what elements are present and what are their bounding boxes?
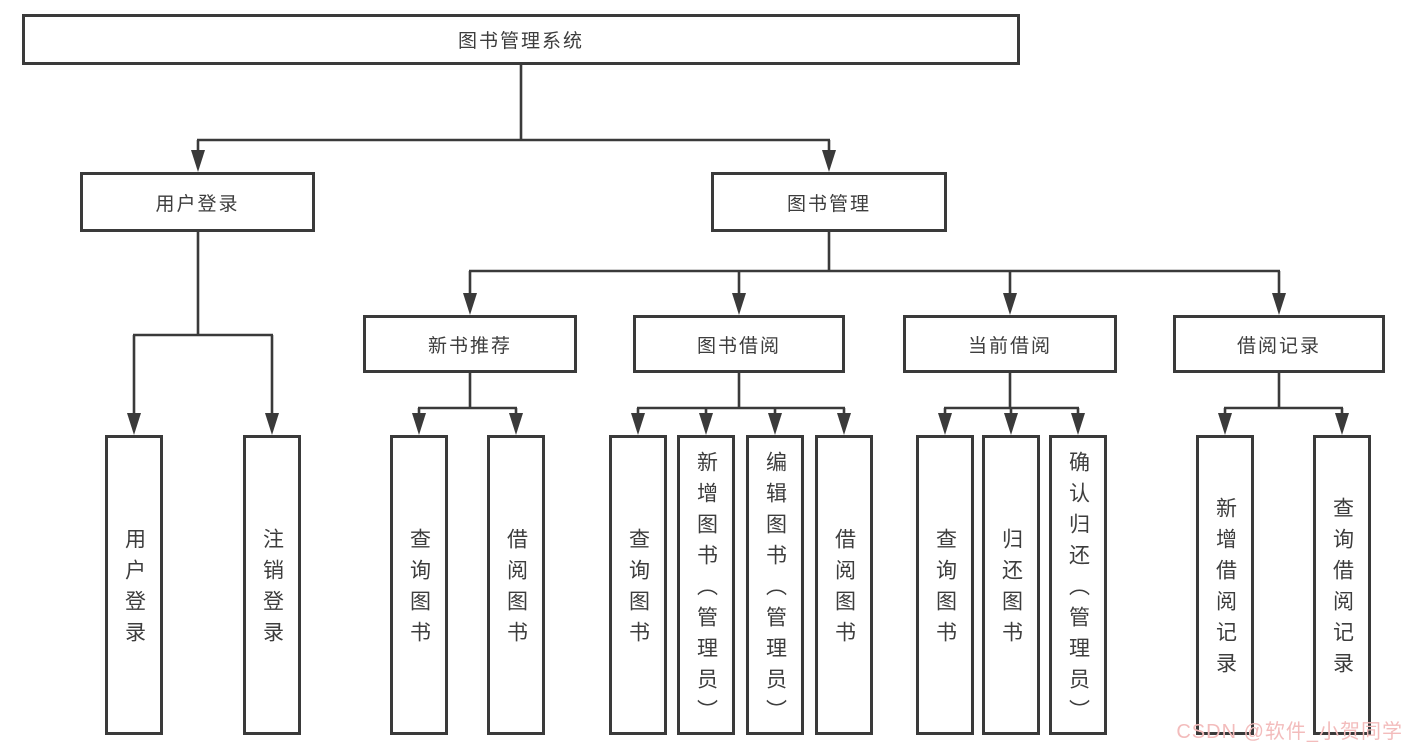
node-label: 注销登录 <box>260 528 284 652</box>
node-new-book-recommendation: 新书推荐 <box>363 315 577 373</box>
node-add-book-admin: 新增图书（管理员） <box>677 435 735 735</box>
node-label: 图书借阅 <box>696 335 781 357</box>
node-label: 查询图书 <box>626 528 650 652</box>
csdn-watermark: CSDN @软件_小贺同学 <box>1176 721 1403 743</box>
node-user-login-leaf: 用户登录 <box>105 435 163 735</box>
node-label: 新增图书（管理员） <box>694 450 718 730</box>
node-add-borrow-record: 新增借阅记录 <box>1196 435 1254 735</box>
node-confirm-return-admin: 确认归还（管理员） <box>1049 435 1107 735</box>
node-label: 查询借阅记录 <box>1330 497 1354 683</box>
node-borrow-books-leaf: 借阅图书 <box>815 435 873 735</box>
node-query-borrow-record: 查询借阅记录 <box>1313 435 1371 735</box>
node-user-login: 用户登录 <box>80 172 315 232</box>
node-label: 编辑图书（管理员） <box>763 450 787 730</box>
node-borrowing-records: 借阅记录 <box>1173 315 1385 373</box>
node-label: 确认归还（管理员） <box>1066 450 1090 730</box>
node-label: 图书管理 <box>786 193 871 215</box>
node-return-books: 归还图书 <box>982 435 1040 735</box>
node-borrow-books-recommend: 借阅图书 <box>487 435 545 735</box>
node-book-management: 图书管理 <box>711 172 947 232</box>
node-logout: 注销登录 <box>243 435 301 735</box>
node-label: 借阅图书 <box>504 528 528 652</box>
node-label: 新增借阅记录 <box>1213 497 1237 683</box>
node-label: 归还图书 <box>999 528 1023 652</box>
node-label: 用户登录 <box>155 193 240 215</box>
node-label: 当前借阅 <box>967 335 1052 357</box>
node-label: 新书推荐 <box>427 335 512 357</box>
node-book-borrowing: 图书借阅 <box>633 315 845 373</box>
node-query-books-current: 查询图书 <box>916 435 974 735</box>
node-query-books-recommend: 查询图书 <box>390 435 448 735</box>
node-label: 查询图书 <box>407 528 431 652</box>
node-query-books-borrowing: 查询图书 <box>609 435 667 735</box>
node-label: 图书管理系统 <box>457 31 584 52</box>
node-label: 查询图书 <box>933 528 957 652</box>
node-label: 借阅图书 <box>832 528 856 652</box>
node-edit-book-admin: 编辑图书（管理员） <box>746 435 804 735</box>
node-current-borrowing: 当前借阅 <box>903 315 1117 373</box>
node-label: 借阅记录 <box>1236 335 1321 357</box>
node-library-management-system: 图书管理系统 <box>22 14 1020 65</box>
node-label: 用户登录 <box>122 528 146 652</box>
